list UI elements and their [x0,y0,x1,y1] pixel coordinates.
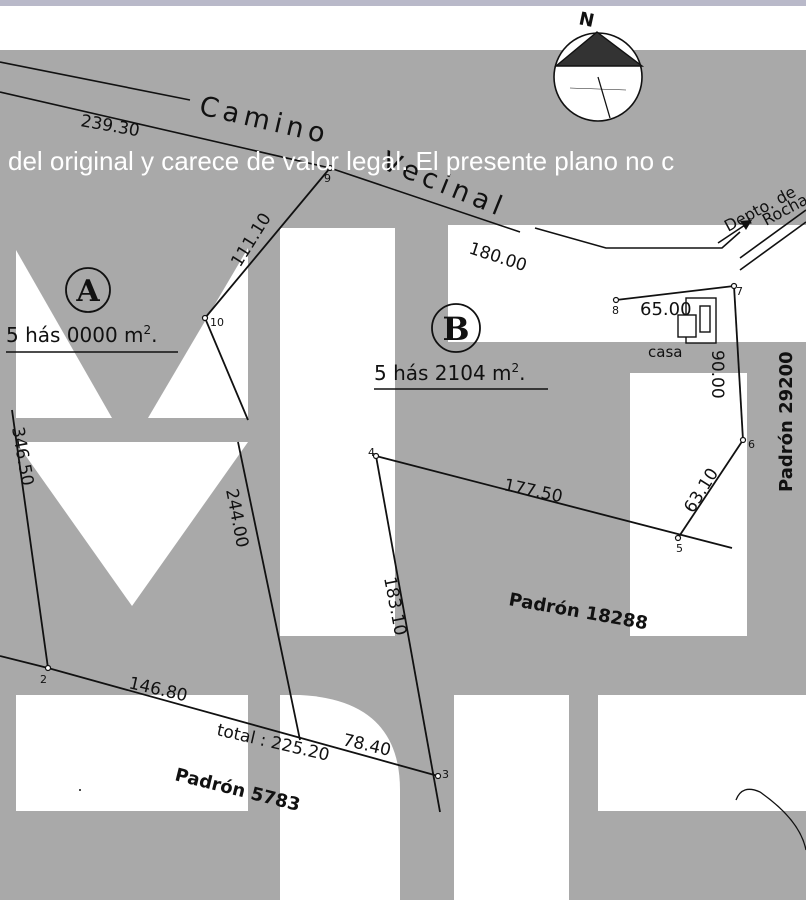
measure-90-00: 90.00 [707,350,727,399]
north-label: N [577,8,596,32]
terrain-curve [735,788,806,851]
neighbor-padron-29200: Padrón 29200 [776,351,797,492]
vertex-label: 9 [324,172,331,185]
vertex-label: 7 [736,285,743,298]
lot-a: A 5 hás 0000 m2. [6,267,178,353]
stray-dot [79,789,81,791]
lot-b-area: 5 hás 2104 m2. [374,361,526,385]
direction-arrow-icon [717,220,752,244]
vertex-label: 10 [210,316,224,329]
vertex-label: 6 [748,438,755,451]
lot-a-area: 5 hás 0000 m2. [6,323,158,347]
vertex-markers [44,164,747,780]
north-arrow-icon: N [553,8,645,122]
vertex-label: 4 [368,446,375,459]
window-top-border [0,0,806,6]
lot-a-id: A [75,274,100,309]
house-icon [677,297,717,344]
vertex-label: 5 [676,542,683,555]
background-watermark [0,6,806,900]
measure-65-00: 65.00 [640,299,692,320]
vertex-labels: 2 3 4 5 6 7 8 9 10 [40,172,755,781]
lot-b-id: B [442,310,469,348]
vertex-label: 8 [612,304,619,317]
vertex-label: 3 [442,768,449,781]
vertex-label: 2 [40,673,47,686]
lot-b: B 5 hás 2104 m2. [374,303,548,390]
house-label: casa [648,343,682,361]
watermark-disclaimer: del original y carece de valor legal. El… [8,146,674,176]
